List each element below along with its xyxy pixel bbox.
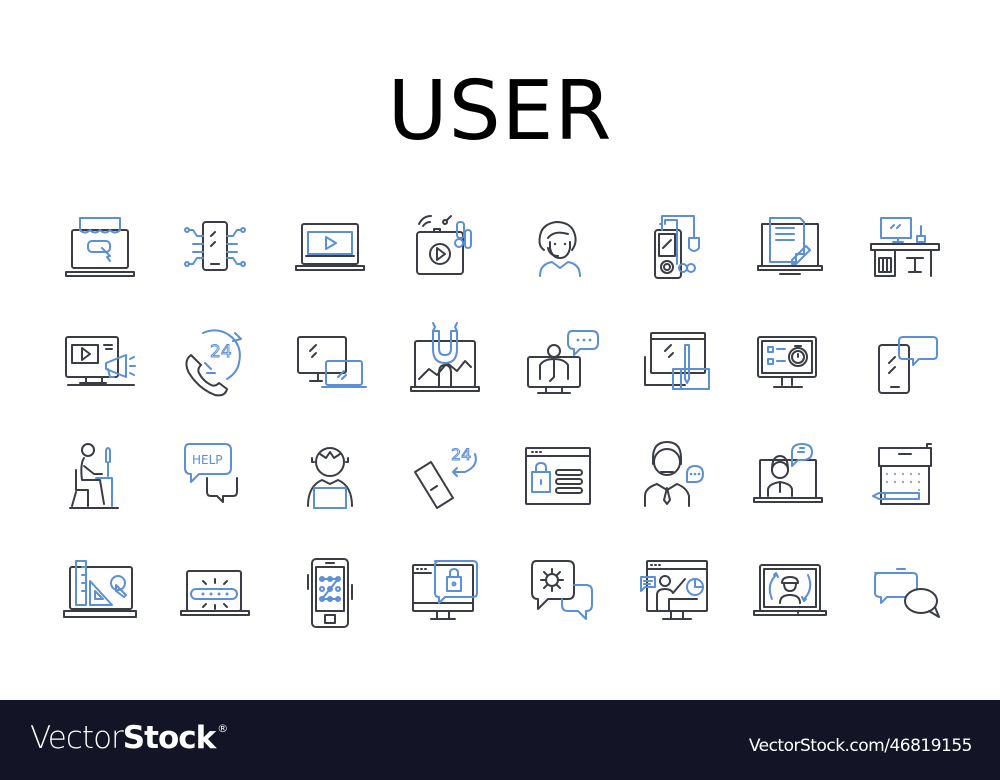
smartphone-chat-bubble-icon [855,315,955,415]
laptop-video-call-chat-icon [740,430,840,530]
desktop-laptop-devices-icon [280,315,380,415]
phone-24-hour-support-icon: 24 [165,315,265,415]
smartphone-circuit-icon [165,200,265,300]
monitor-video-megaphone-icon [50,315,150,415]
smartphone-pattern-lock-icon [280,545,380,645]
laptop-drawing-tablet-icon [625,315,725,415]
online-store-laptop-icon [50,200,150,300]
registered-mark: ® [217,722,228,735]
media-player-earbuds-icon [395,200,495,300]
brand-light-text: Vector [30,720,124,756]
laptop-video-player-icon [280,200,380,300]
icon-row-3: HELP 24 [50,430,950,530]
laptop-password-field-icon [165,545,265,645]
laptop-user-sync-icon [740,545,840,645]
icon-row-4 [50,545,950,645]
computer-desk-workstation-icon [855,200,955,300]
laptop-document-edit-icon [740,200,840,300]
brand-bold-text: Stock [122,720,216,756]
monitor-person-chat-icon [510,315,610,415]
vectorstock-logo: VectorStock® [30,720,228,756]
browser-lock-login-icon [510,430,610,530]
support-agent-headset-chat-icon [625,430,725,530]
page-title: USER [387,64,613,159]
monitor-presentation-icon [625,545,725,645]
svg-text:24: 24 [451,445,471,464]
smartphone-24-hour-icon: 24 [395,430,495,530]
monitor-lock-popup-icon [395,545,495,645]
help-speech-bubbles-icon: HELP [165,430,265,530]
footer-bar: VectorStock® VectorStock.com/46819155 [0,700,1000,780]
svg-text:24: 24 [210,342,232,362]
printer-pen-icon [855,430,955,530]
icon-row-2: 24 [50,315,950,415]
image-reference-link: VectorStock.com/46819155 [748,736,973,756]
gear-chat-bubbles-icon [510,545,610,645]
monitor-checklist-timer-icon [740,315,840,415]
female-support-agent-headset-icon [510,200,610,300]
dual-speech-bubbles-icon [855,545,955,645]
svg-text:HELP: HELP [192,453,223,467]
laptop-magnet-hand-icon [395,315,495,415]
person-sitting-at-desk-icon [50,430,150,530]
person-using-laptop-icon [280,430,380,530]
mp3-player-earphones-icon [625,200,725,300]
laptop-design-ruler-cursor-icon [50,545,150,645]
icon-row-1 [50,200,950,300]
